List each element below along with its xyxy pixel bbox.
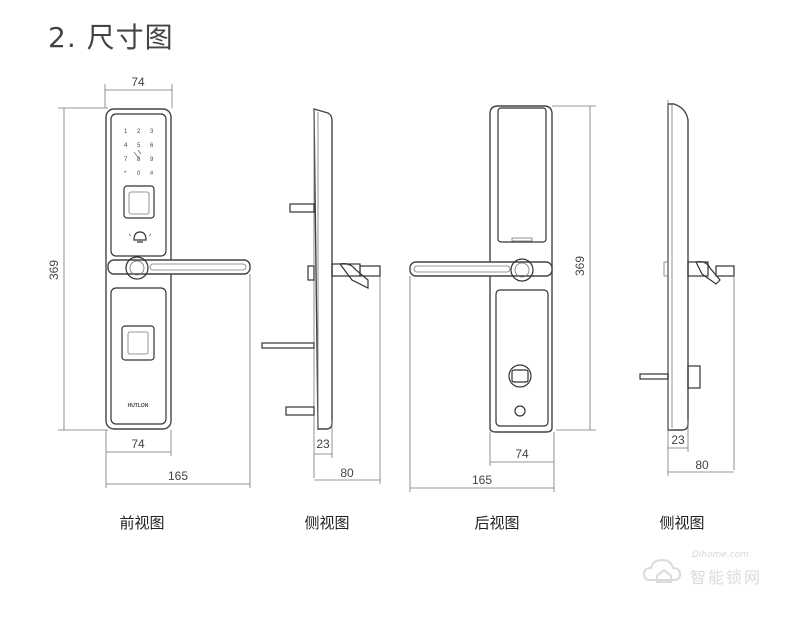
key-2: 2: [137, 129, 141, 135]
watermark-url: Dihome.com: [692, 550, 750, 560]
key-9: 9: [150, 157, 154, 163]
watermark: Dihome.com 智能锁网: [642, 548, 762, 592]
keypad: 1 2 3 4 5 6 7 8 9 * 0 #: [124, 129, 154, 177]
side-right-body: [667, 103, 689, 431]
doorbell-icon: [133, 231, 147, 243]
key-cover: [121, 325, 155, 361]
thumb-turn: [508, 364, 532, 388]
side-view-left: 23 80: [261, 108, 381, 484]
caption-side-view-right: 侧视图: [659, 514, 705, 532]
back-lower-housing: [495, 289, 549, 427]
side-right-depth-label: 80: [695, 458, 709, 472]
cloud-house-icon: [642, 558, 682, 583]
back-bottom-width-label: 74: [515, 447, 529, 461]
side-right-thickness-label: 23: [671, 433, 685, 447]
front-handle: [107, 259, 251, 275]
watermark-name: 智能锁网: [690, 568, 763, 587]
side-view-right: 23 80: [639, 100, 735, 476]
back-key-hole: [514, 405, 526, 417]
front-upper-panel: [110, 113, 167, 257]
back-height-label: 369: [573, 256, 587, 276]
caption-front-view: 前视图: [119, 514, 165, 532]
key-hash: #: [150, 171, 154, 177]
key-4: 4: [124, 143, 128, 149]
handle-hub: [125, 256, 149, 280]
side-left-depth-label: 80: [340, 466, 354, 480]
brand-mark: HUTLON: [128, 403, 149, 409]
key-star: *: [124, 171, 127, 177]
side-left-body: [313, 108, 333, 430]
caption-back-view: 后视图: [474, 514, 520, 532]
side-left-pin-top: [289, 203, 315, 213]
side-right-handle: [695, 261, 721, 285]
back-view: 369 74 165: [409, 105, 596, 492]
side-right-pin: [639, 373, 669, 380]
back-handle-hub: [510, 258, 534, 282]
front-bottom-width-label: 74: [131, 437, 145, 451]
front-lower-panel: [110, 287, 167, 425]
front-total-width-label: 165: [168, 469, 188, 483]
fingerprint-sensor: [123, 185, 155, 219]
front-view: 74 369 1 2 3 4 5 6 7 8 9 * 0 #: [47, 75, 251, 488]
caption-side-view-left: 侧视图: [304, 514, 350, 532]
key-6: 6: [150, 143, 154, 149]
front-height-label: 369: [47, 260, 61, 280]
page-title: 2. 尺寸图: [48, 21, 174, 54]
key-1: 1: [124, 129, 128, 135]
key-3: 3: [150, 129, 154, 135]
side-left-pin-mid: [261, 342, 315, 349]
key-5: 5: [137, 143, 141, 149]
back-total-width-label: 165: [472, 473, 492, 487]
back-upper-housing: [497, 107, 547, 243]
side-left-handle: [338, 263, 369, 289]
front-top-width-label: 74: [131, 75, 145, 89]
touch-hand-icon: [133, 149, 142, 161]
key-8: 8: [137, 157, 141, 163]
side-right-handle-base: [687, 261, 709, 277]
side-left-pin-bottom: [285, 406, 315, 416]
key-7: 7: [124, 157, 128, 163]
key-0: 0: [137, 171, 141, 177]
side-left-thickness-label: 23: [316, 437, 330, 451]
side-right-thumb-turn: [687, 365, 701, 389]
